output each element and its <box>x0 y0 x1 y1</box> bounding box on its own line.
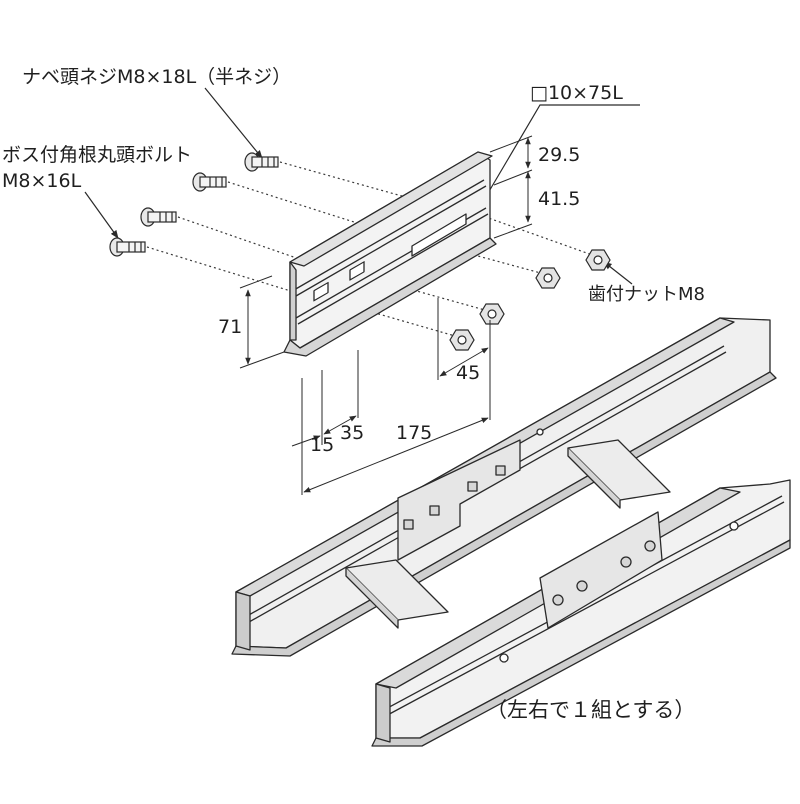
square-hole-label: □10×75L <box>530 82 623 104</box>
nut-icon <box>535 267 561 289</box>
bolt-icon <box>552 540 656 606</box>
nut-icon <box>479 303 505 325</box>
square-neck-bolt-icon <box>140 207 177 227</box>
rail-hole <box>499 653 509 663</box>
dimension-35: 35 <box>340 422 365 444</box>
square-neck-bolt-size-label: M8×16L <box>2 170 82 192</box>
dimension-41-5: 41.5 <box>538 188 581 210</box>
long-slot <box>411 213 467 257</box>
rail-hole <box>536 428 544 436</box>
nut-icon <box>585 249 611 271</box>
square-neck-bolt-icon <box>109 237 146 257</box>
pan-head-screw-icon <box>244 152 279 172</box>
nut-icons <box>449 249 611 351</box>
joint-plate <box>283 151 497 357</box>
bolt-icon <box>403 465 506 530</box>
bolt-icon <box>109 152 279 257</box>
square-hole <box>313 281 329 302</box>
square-hole <box>349 261 365 281</box>
ladder-rung <box>567 439 671 501</box>
pan-head-screw-icon <box>192 172 227 192</box>
rail-hole <box>729 521 739 531</box>
dimension-175: 175 <box>396 422 433 444</box>
leader-lines <box>84 87 640 285</box>
dimension-45: 45 <box>456 362 481 384</box>
dimension-15: 15 <box>310 434 335 456</box>
serrated-nut-label: 歯付ナットM8 <box>588 284 705 305</box>
nut-icon <box>449 329 475 351</box>
dimension-29-5: 29.5 <box>538 144 581 166</box>
cable-ladder <box>231 317 791 747</box>
pair-note-label: （左右で１組とする） <box>486 698 696 722</box>
pan-head-screw-label: ナベ頭ネジM8×18L（半ネジ） <box>22 66 292 88</box>
dimension-lines <box>239 135 533 495</box>
dimension-71: 71 <box>218 316 243 338</box>
square-neck-bolt-label: ボス付角根丸頭ボルト <box>2 144 193 166</box>
